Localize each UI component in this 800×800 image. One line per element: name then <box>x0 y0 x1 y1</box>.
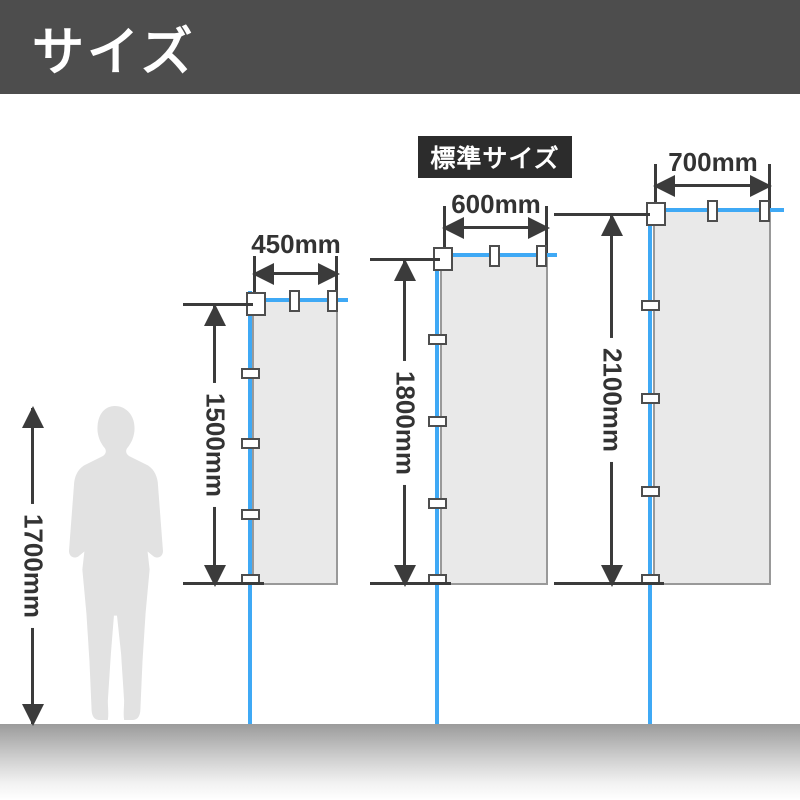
flag-700-width-dimension-arrow <box>655 184 770 187</box>
standard-size-badge-label: 標準サイズ <box>430 145 560 173</box>
flag-450-pole <box>248 291 252 724</box>
flag-450-width-label: 450mm <box>251 229 341 259</box>
flag-tab <box>241 438 260 449</box>
flag-450-height-label: 1500mm <box>195 382 235 508</box>
flag-tab <box>428 334 447 345</box>
flag-450-width-dimension-arrow <box>254 272 338 275</box>
flag-tab <box>536 245 547 267</box>
flag-tab <box>707 200 718 222</box>
flag-tab <box>641 393 660 404</box>
flag-700-height-label: 2100mm <box>592 337 632 463</box>
flag-tab <box>241 509 260 520</box>
flag-tab <box>641 486 660 497</box>
flag-600-body <box>440 255 548 585</box>
flag-tab <box>428 498 447 509</box>
flag-600-height-label: 1800mm <box>385 360 425 486</box>
person-silhouette <box>68 406 163 720</box>
flag-tab <box>759 200 770 222</box>
flag-600-width-label: 600mm <box>451 189 541 219</box>
flag-600-width-dimension-arrow <box>444 226 548 229</box>
flag-450-body <box>252 300 338 585</box>
flag-tab <box>428 416 447 427</box>
flag-700-body <box>653 210 771 585</box>
ground <box>0 724 800 800</box>
flag-tab <box>489 245 500 267</box>
standard-size-badge: 標準サイズ <box>418 136 572 178</box>
flag-700-pole <box>648 202 652 724</box>
header-bar: サイズ <box>0 0 800 94</box>
flag-tab <box>289 290 300 312</box>
flag-tab <box>327 290 338 312</box>
flag-600-pole <box>435 247 439 724</box>
page-title: サイズ <box>32 23 196 82</box>
flag-tab <box>241 368 260 379</box>
flag-700-width-label: 700mm <box>668 147 758 177</box>
person-height-label: 1700mm <box>13 503 53 629</box>
flag-tab <box>641 300 660 311</box>
